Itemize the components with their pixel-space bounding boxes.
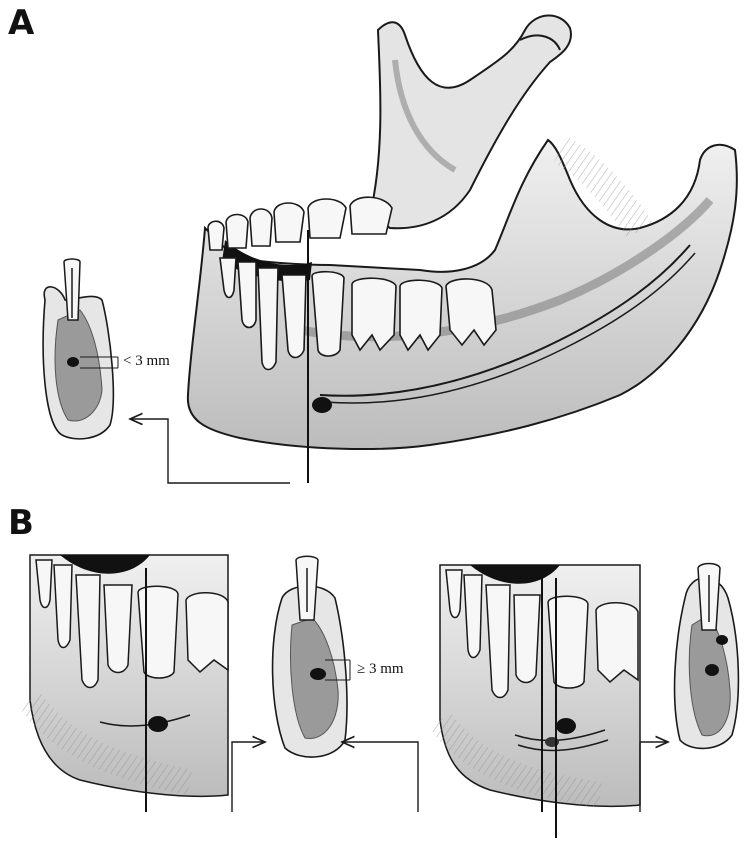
upper-teeth [207,196,393,251]
lower-teeth [219,257,497,371]
arrow-a [130,419,290,484]
panel-a-mandible [130,14,738,484]
canal-a [67,357,79,367]
measure-bracket-b [325,659,351,681]
panel-b-left-mandible [19,554,265,812]
panel-label-b: B [8,503,34,543]
canal-b2-upper [716,635,728,645]
mandible-ramus [368,14,572,230]
panel-b-right-mandible [429,564,668,838]
panel-label-a: A [8,3,35,43]
canal-b1 [310,668,326,680]
canal-b2-lower [705,664,719,676]
arrow-b2 [342,742,419,812]
arrow-b3 [639,742,668,812]
cross-section-a [42,258,119,440]
mental-foramen [312,397,332,413]
mental-foramen-b1 [148,716,168,732]
cross-section-b1 [271,555,351,758]
measurement-label-b: ≥ 3 mm [356,661,405,677]
mental-foramen-b2 [556,718,576,734]
measure-bracket-a [80,356,119,369]
arrow-b1 [231,742,265,812]
cross-section-b2 [673,562,740,750]
measurement-label-a: < 3 mm [122,353,171,369]
